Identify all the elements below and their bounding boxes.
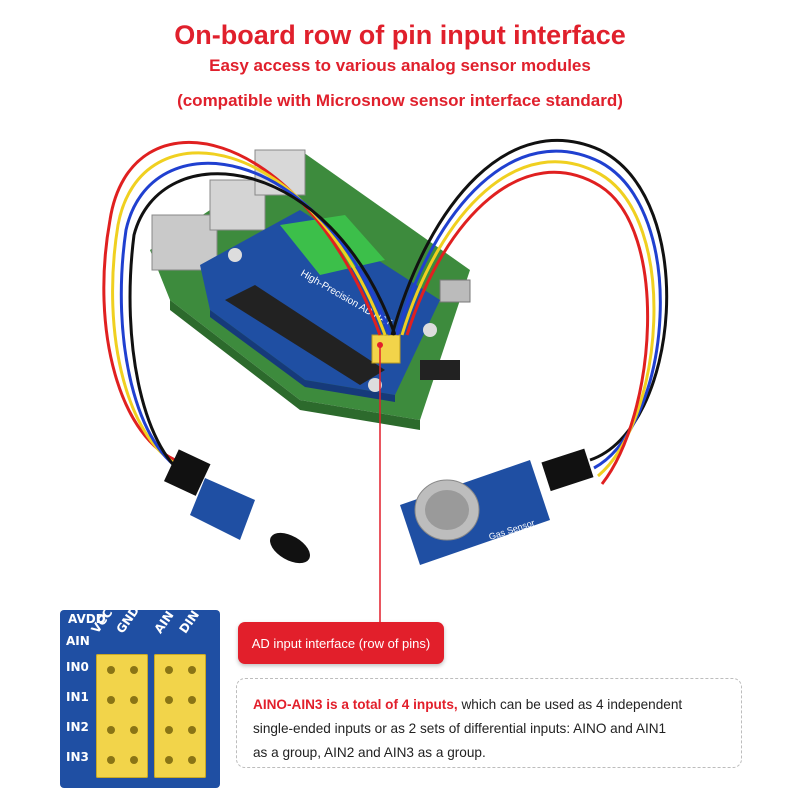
subtitle-line-2: (compatible with Microsnow sensor interf…: [177, 91, 623, 110]
flame-sensor-led: [270, 532, 310, 564]
subtitle-line-1: Easy access to various analog sensor mod…: [209, 56, 591, 75]
column-label: AIN: [151, 610, 177, 636]
description-text: as a group, AIN2 and AIN3 as a group.: [253, 745, 486, 760]
avdd-label: AVDD: [68, 612, 106, 626]
flame-sensor-module: [163, 449, 310, 564]
right-sensor-cable: [390, 138, 669, 485]
row-label: IN3: [66, 750, 89, 764]
description-text: which can be used as 4 independent: [457, 697, 683, 712]
column-label: GND: [113, 610, 143, 636]
row-label: IN2: [66, 720, 89, 734]
description-box: AINO-AIN3 is a total of 4 inputs, which …: [236, 678, 742, 768]
column-label: DIN: [176, 610, 203, 636]
ethernet-port: [151, 214, 218, 271]
pin-row-header: [371, 334, 401, 364]
description-highlight: AINO-AIN3 is a total of 4 inputs,: [253, 697, 458, 712]
pin-header-right: [154, 654, 206, 778]
row-label: IN1: [66, 690, 89, 704]
pin-header-left: [96, 654, 148, 778]
pin-header-closeup: AVDD AIN IN0 IN1 IN2 IN3 VCC GND AIN DIN: [60, 610, 220, 788]
gas-sensor-module: Gas Sensor: [400, 448, 594, 565]
description-text: single-ended inputs or as 2 sets of diff…: [253, 721, 667, 736]
left-sensor-cable: [102, 141, 397, 482]
row-label: IN0: [66, 660, 89, 674]
gpio-header: [225, 285, 385, 385]
page-title: On-board row of pin input interface: [174, 20, 626, 50]
pin-interface-caption: AD input interface (row of pins): [238, 622, 444, 664]
row-label: AIN: [66, 634, 90, 648]
